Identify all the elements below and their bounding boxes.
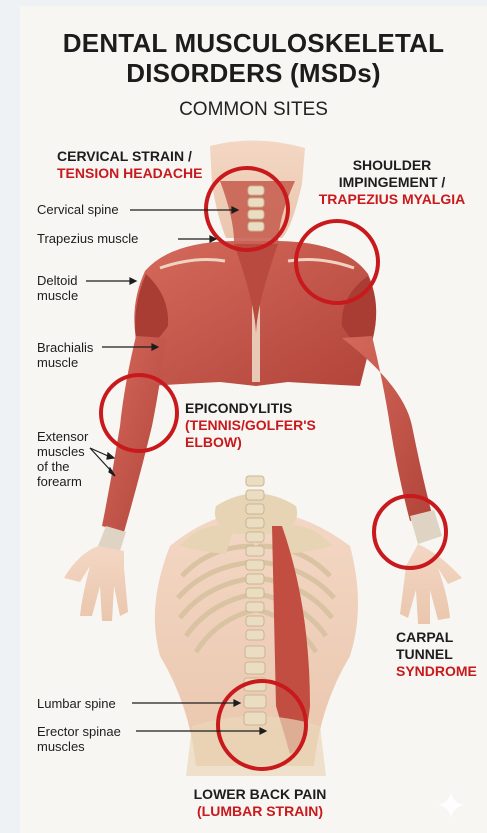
label-cervical-spine: Cervical spine — [37, 202, 119, 217]
label-brachialis-line-1: Brachialis — [37, 340, 93, 355]
label-extensor-muscles: Extensor muscles of the forearm — [37, 429, 88, 489]
label-extensor-line-2: muscles — [37, 444, 88, 459]
label-deltoid-line-1: Deltoid — [37, 273, 78, 288]
condition-shoulder-line-3: TRAPEZIUS MYALGIA — [302, 191, 482, 208]
condition-lower-back-pain: LOWER BACK PAIN (LUMBAR STRAIN) — [140, 786, 380, 820]
condition-epicondylitis-line-1: EPICONDYLITIS — [185, 400, 316, 417]
label-trapezius-muscle: Trapezius muscle — [37, 231, 138, 246]
label-lumbar-spine: Lumbar spine — [37, 696, 116, 711]
label-erector-line-1: Erector spinae — [37, 724, 121, 739]
label-deltoid-muscle: Deltoid muscle — [37, 273, 78, 303]
condition-shoulder-line-2: IMPINGEMENT / — [302, 174, 482, 191]
condition-shoulder-line-1: SHOULDER — [302, 157, 482, 174]
condition-lowback-line-2: (LUMBAR STRAIN) — [140, 803, 380, 820]
condition-carpal-line-1: CARPAL — [396, 629, 477, 646]
label-extensor-line-1: Extensor — [37, 429, 88, 444]
infographic-sheet: DENTAL MUSCULOSKELETAL DISORDERS (MSDs) … — [20, 6, 487, 833]
condition-epicondylitis-line-3: ELBOW) — [185, 434, 316, 451]
label-erector-line-2: muscles — [37, 739, 121, 754]
condition-carpal-line-3: SYNDROME — [396, 663, 477, 680]
condition-shoulder-impingement: SHOULDER IMPINGEMENT / TRAPEZIUS MYALGIA — [302, 157, 482, 208]
label-brachialis-muscle: Brachialis muscle — [37, 340, 93, 370]
condition-cervical-line-2: TENSION HEADACHE — [57, 165, 202, 182]
condition-lowback-line-1: LOWER BACK PAIN — [140, 786, 380, 803]
condition-epicondylitis: EPICONDYLITIS (TENNIS/GOLFER'S ELBOW) — [185, 400, 316, 451]
label-extensor-line-3: of the — [37, 459, 88, 474]
condition-cervical-line-1: CERVICAL STRAIN / — [57, 148, 192, 164]
label-extensor-line-4: forearm — [37, 474, 88, 489]
label-erector-spinae: Erector spinae muscles — [37, 724, 121, 754]
label-brachialis-line-2: muscle — [37, 355, 93, 370]
upper-back-muscles — [134, 241, 376, 386]
label-deltoid-line-2: muscle — [37, 288, 78, 303]
condition-cervical-strain: CERVICAL STRAIN / TENSION HEADACHE — [57, 148, 202, 182]
condition-epicondylitis-line-2: (TENNIS/GOLFER'S — [185, 417, 316, 434]
condition-carpal-tunnel: CARPAL TUNNEL SYNDROME — [396, 629, 477, 680]
sparkle-icon — [438, 792, 464, 818]
condition-carpal-line-2: TUNNEL — [396, 646, 477, 663]
